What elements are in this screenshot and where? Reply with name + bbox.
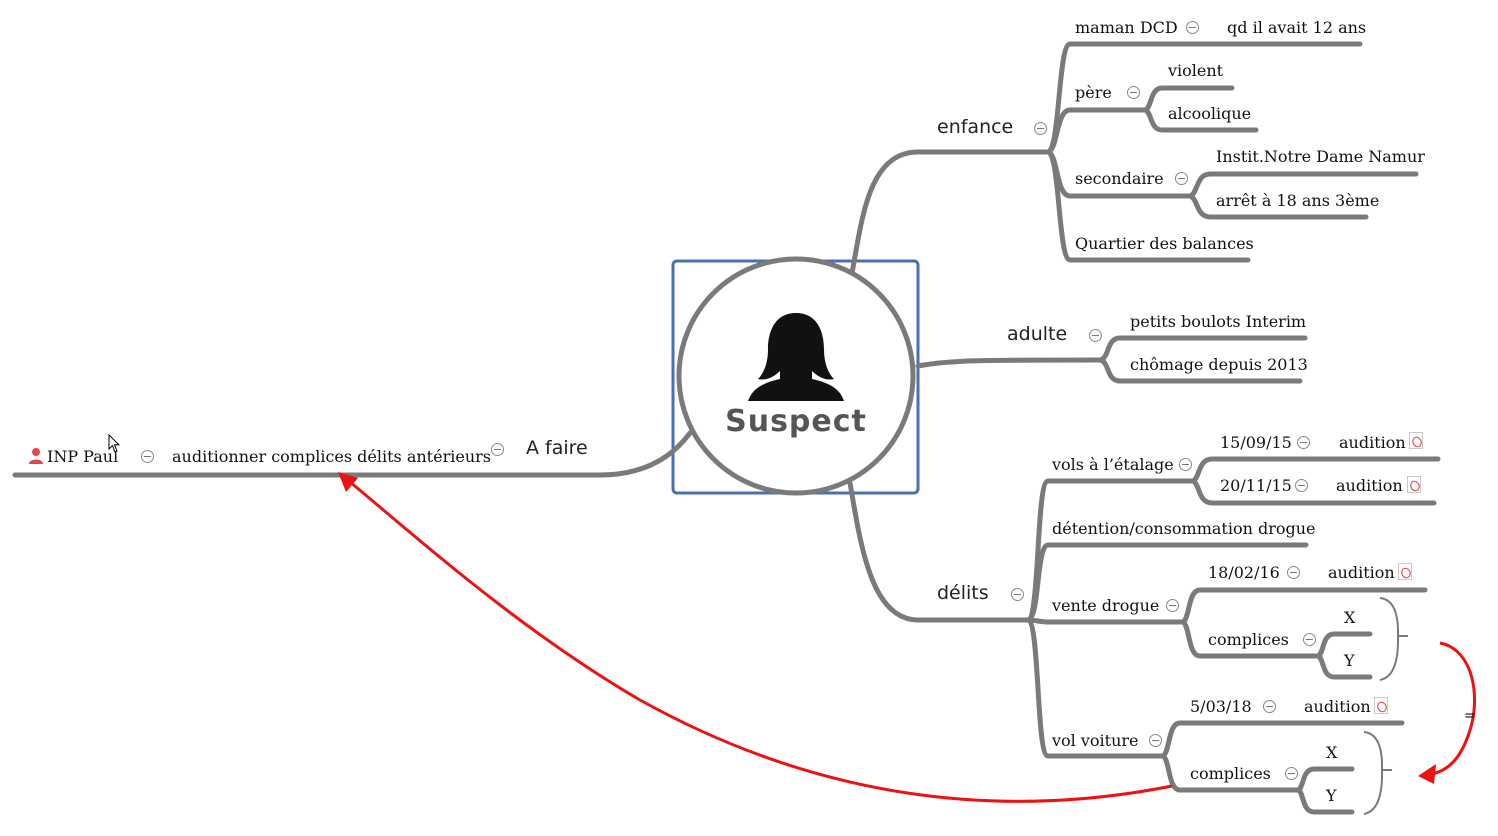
central-topic-title[interactable]: Suspect bbox=[725, 404, 867, 439]
collapse-toggle-icon[interactable] bbox=[1179, 458, 1192, 471]
collapse-toggle-icon[interactable] bbox=[1011, 588, 1024, 601]
topic-chomage[interactable]: chômage depuis 2013 bbox=[1130, 355, 1308, 374]
topic-y[interactable]: Y bbox=[1326, 786, 1337, 805]
topic-x[interactable]: X bbox=[1344, 608, 1356, 627]
topic-inp-paul[interactable]: INP Paul bbox=[47, 447, 119, 466]
person-icon bbox=[29, 448, 43, 464]
topic-pere[interactable]: père bbox=[1075, 83, 1112, 102]
collapse-toggle-icon[interactable] bbox=[1034, 122, 1047, 135]
topic-secondaire[interactable]: secondaire bbox=[1075, 169, 1164, 188]
relationship-arrows bbox=[349, 480, 1477, 803]
pdf-attachment-icon[interactable] bbox=[1409, 432, 1423, 449]
topic-adulte[interactable]: adulte bbox=[1007, 323, 1068, 345]
topic-audition[interactable]: audition bbox=[1304, 697, 1371, 716]
topic-vente-drogue[interactable]: vente drogue bbox=[1052, 596, 1160, 615]
topic-audition[interactable]: audition bbox=[1336, 476, 1403, 495]
pdf-attachment-icon[interactable] bbox=[1398, 563, 1412, 580]
topic-qd-12-ans[interactable]: qd il avait 12 ans bbox=[1227, 18, 1367, 37]
collapse-toggle-icon[interactable] bbox=[1287, 566, 1300, 579]
topic-vol-voiture[interactable]: vol voiture bbox=[1052, 731, 1139, 750]
arrowhead-left bbox=[338, 472, 358, 492]
relationship-label[interactable]: = bbox=[1464, 708, 1476, 724]
collapse-toggle-icon[interactable] bbox=[1089, 329, 1102, 342]
topic-date-18-02-16[interactable]: 18/02/16 bbox=[1208, 563, 1280, 582]
topic-date-15-09-15[interactable]: 15/09/15 bbox=[1220, 433, 1292, 452]
pdf-attachment-icon[interactable] bbox=[1407, 476, 1421, 493]
pdf-attachment-icon[interactable] bbox=[1374, 697, 1388, 714]
topic-alcoolique[interactable]: alcoolique bbox=[1168, 104, 1252, 123]
topic-auditionner-complices[interactable]: auditionner complices délits antérieurs bbox=[172, 447, 491, 466]
topic-petits-boulots[interactable]: petits boulots Interim bbox=[1130, 312, 1307, 331]
branch-connectors bbox=[12, 41, 1441, 815]
topic-x[interactable]: X bbox=[1326, 743, 1338, 762]
topic-maman-dcd[interactable]: maman DCD bbox=[1075, 18, 1178, 37]
topic-complices[interactable]: complices bbox=[1208, 630, 1289, 649]
topic-delits[interactable]: délits bbox=[937, 582, 989, 604]
collapse-toggle-icon[interactable] bbox=[1303, 633, 1316, 646]
collapse-toggle-icon[interactable] bbox=[1149, 734, 1162, 747]
topic-vols-etalage[interactable]: vols à l’étalage bbox=[1052, 455, 1174, 474]
collapse-toggle-icon[interactable] bbox=[1166, 599, 1179, 612]
topic-instit-namur[interactable]: Instit.Notre Dame Namur bbox=[1216, 147, 1425, 166]
topic-audition[interactable]: audition bbox=[1328, 563, 1395, 582]
topic-violent[interactable]: violent bbox=[1168, 61, 1224, 80]
topic-audition[interactable]: audition bbox=[1339, 433, 1406, 452]
mouse-cursor-icon bbox=[108, 434, 120, 453]
collapse-toggle-icon[interactable] bbox=[141, 450, 154, 463]
summary-brackets bbox=[1363, 597, 1408, 815]
collapse-toggle-icon[interactable] bbox=[491, 443, 504, 456]
collapse-toggle-icon[interactable] bbox=[1127, 86, 1140, 99]
topic-detention[interactable]: détention/consommation drogue bbox=[1052, 519, 1316, 538]
topic-complices[interactable]: complices bbox=[1190, 764, 1271, 783]
topic-enfance[interactable]: enfance bbox=[937, 116, 1014, 138]
topic-arret-18-ans[interactable]: arrêt à 18 ans 3ème bbox=[1216, 191, 1380, 210]
collapse-toggle-icon[interactable] bbox=[1295, 479, 1308, 492]
topic-quartier[interactable]: Quartier des balances bbox=[1075, 234, 1254, 253]
collapse-toggle-icon[interactable] bbox=[1175, 172, 1188, 185]
topic-y[interactable]: Y bbox=[1344, 651, 1355, 670]
collapse-toggle-icon[interactable] bbox=[1285, 767, 1298, 780]
topic-date-5-03-18[interactable]: 5/03/18 bbox=[1190, 697, 1252, 716]
topic-date-20-11-15[interactable]: 20/11/15 bbox=[1220, 476, 1292, 495]
arrowhead-right bbox=[1418, 764, 1436, 784]
collapse-toggle-icon[interactable] bbox=[1297, 436, 1310, 449]
woman-silhouette-icon bbox=[748, 313, 844, 401]
topic-a-faire[interactable]: A faire bbox=[526, 437, 588, 459]
collapse-toggle-icon[interactable] bbox=[1263, 700, 1276, 713]
collapse-toggle-icon[interactable] bbox=[1186, 21, 1199, 34]
